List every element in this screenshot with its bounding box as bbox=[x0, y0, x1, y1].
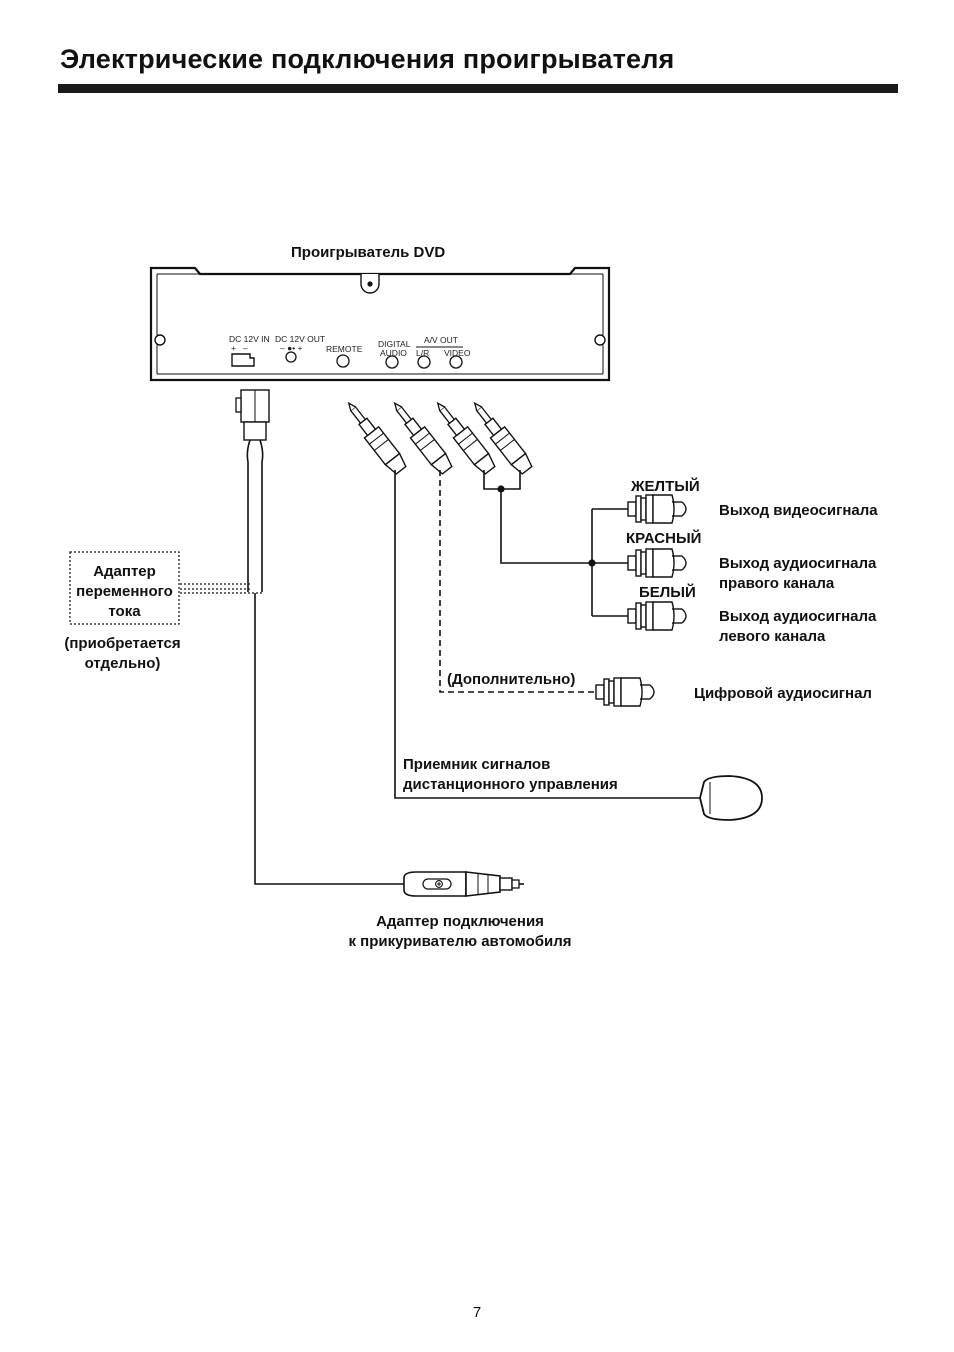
wire-junction bbox=[588, 559, 596, 567]
audio-right-label-2: правого канала bbox=[719, 575, 835, 592]
audio-left-label-2: левого канала bbox=[719, 628, 826, 645]
optional-label: (Дополнительно) bbox=[447, 671, 576, 688]
remote-receiver bbox=[699, 775, 763, 821]
wire-junction bbox=[497, 485, 505, 493]
port-label-audio: AUDIO bbox=[380, 348, 407, 358]
port-label-av-out: A/V OUT bbox=[424, 335, 459, 345]
dc-polarity-icon: – ●• + bbox=[280, 343, 303, 353]
ac-adapter-label-2: переменного bbox=[76, 583, 173, 600]
ac-adapter-note-2: отдельно) bbox=[84, 655, 161, 672]
port-label-video: VIDEO bbox=[444, 348, 471, 358]
rca-yellow-connector bbox=[627, 494, 687, 524]
port-label-lr: L/R bbox=[416, 348, 430, 358]
rca-digital-connector bbox=[595, 677, 655, 707]
video-output-label: Выход видеосигнала bbox=[719, 502, 878, 519]
ac-adapter-label-1: Адаптер bbox=[93, 563, 156, 580]
port-label-dc-in: DC 12V IN bbox=[229, 334, 270, 344]
car-adapter-plug bbox=[403, 871, 524, 897]
color-label-yellow: ЖЕЛТЫЙ bbox=[631, 478, 700, 495]
audio-left-label-1: Выход аудиосигнала bbox=[719, 608, 877, 625]
ac-adapter-box bbox=[69, 551, 180, 625]
car-adapter-label-2: к прикуривателю автомобиля bbox=[348, 933, 572, 950]
audio-right-label-1: Выход аудиосигнала bbox=[719, 555, 877, 572]
dvd-player bbox=[149, 266, 611, 382]
title-rule bbox=[58, 84, 898, 93]
ac-adapter-label-3: тока bbox=[108, 603, 141, 620]
player-label: Проигрыватель DVD bbox=[291, 244, 446, 261]
port-label-dc-out: DC 12V OUT bbox=[275, 334, 326, 344]
remote-receiver-label-2: дистанционного управления bbox=[403, 776, 618, 793]
polarity-icon: + – bbox=[231, 343, 248, 353]
rca-red-connector bbox=[627, 548, 687, 578]
color-label-red: КРАСНЫЙ bbox=[626, 530, 702, 547]
car-adapter-label-1: Адаптер подключения bbox=[376, 913, 544, 930]
rca-white-connector bbox=[627, 601, 687, 631]
remote-receiver-label-1: Приемник сигналов bbox=[403, 756, 551, 773]
page-title: Электрические подключения проигрывателя bbox=[60, 44, 675, 74]
digital-audio-label: Цифровой аудиосигнал bbox=[694, 685, 872, 702]
power-cable bbox=[180, 389, 404, 885]
port-label-digital: DIGITAL bbox=[378, 339, 411, 349]
page-number: 7 bbox=[472, 1304, 482, 1321]
color-label-white: БЕЛЫЙ bbox=[639, 584, 696, 601]
port-label-remote: REMOTE bbox=[326, 344, 363, 354]
ac-adapter-note-1: (приобретается bbox=[64, 635, 181, 652]
